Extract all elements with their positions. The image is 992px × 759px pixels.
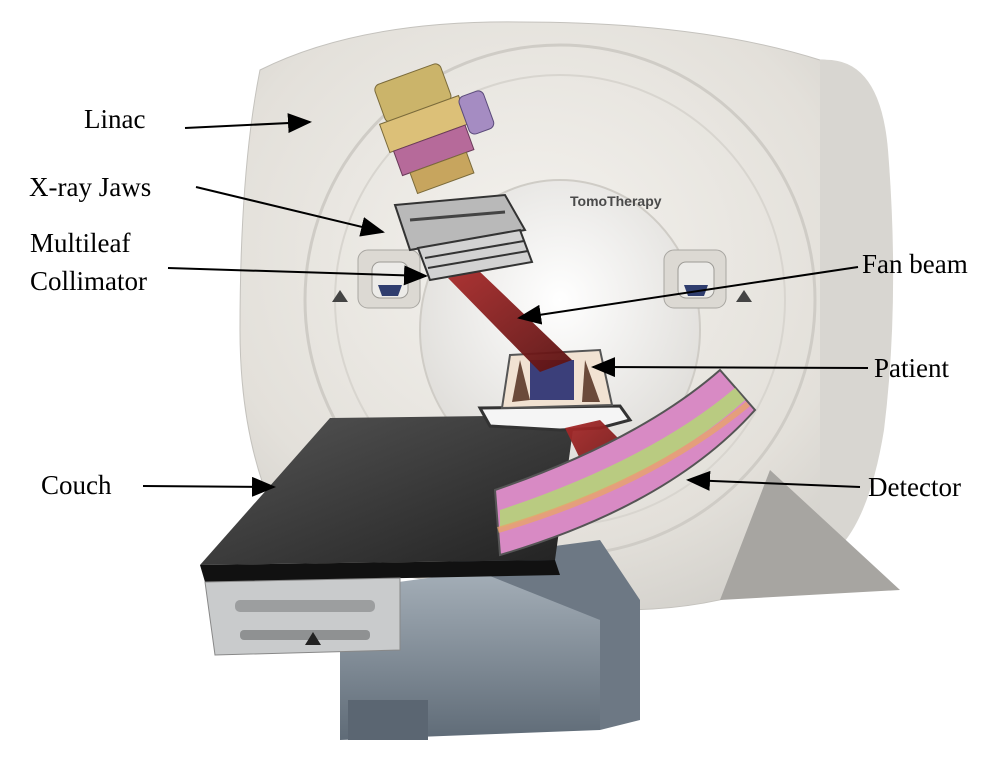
gantry-handle-left [358,250,420,308]
arrow-patient [593,367,868,368]
gantry-handle-right [664,250,726,308]
label-linac: Linac [84,104,145,134]
label-multileaf-line1: Multileaf [30,228,130,258]
label-couch: Couch [41,470,112,500]
label-fan-beam: Fan beam [862,249,968,279]
patient-tray [480,406,630,430]
label-patient: Patient [874,353,949,383]
arrow-couch [143,486,274,487]
label-xray-jaws: X-ray Jaws [29,172,151,202]
brand-text: TomoTherapy [570,193,662,209]
label-detector: Detector [868,472,961,502]
label-multileaf-line2: Collimator [30,266,147,296]
